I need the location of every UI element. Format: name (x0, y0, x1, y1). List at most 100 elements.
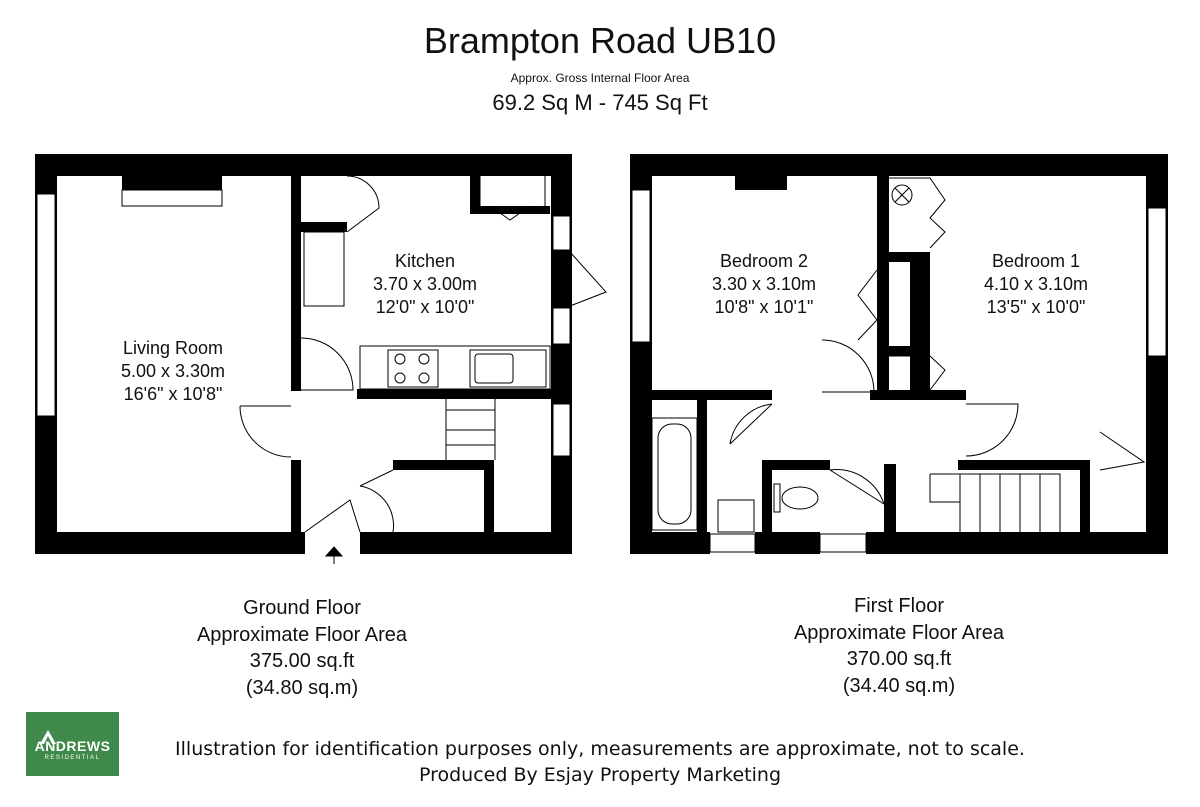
door (346, 175, 380, 233)
wash-basin (717, 499, 755, 533)
door (1099, 431, 1146, 471)
toilet-bowl (781, 486, 819, 510)
floor-area-sqft: 370.00 sq.ft (846, 648, 952, 670)
logo-tagline: RESIDENTIAL (44, 755, 101, 761)
floor-area-sqft: 375.00 sq.ft (249, 650, 355, 672)
ground-floor-details (239, 175, 607, 564)
door (300, 337, 354, 391)
window (552, 215, 571, 251)
wall (910, 256, 930, 398)
wall (877, 346, 930, 356)
hob-ring (418, 372, 430, 384)
door (821, 339, 875, 393)
area-subtitle: Approx. Gross Internal Floor Area (510, 71, 690, 85)
room-metric: 4.10 x 3.10m (983, 274, 1089, 294)
door (729, 403, 773, 445)
wall (755, 532, 820, 554)
sink-bowl (474, 353, 514, 384)
disclaimer-text: Illustration for identification purposes… (175, 738, 1025, 760)
wall (393, 460, 494, 470)
wall (652, 390, 772, 400)
room-name: Bedroom 1 (991, 251, 1081, 271)
window (36, 193, 56, 417)
room-bedroom-2: Bedroom 2 3.30 x 3.10m 10'8" x 10'1" (684, 250, 844, 319)
ground-floor-windows (36, 189, 571, 457)
cupboard-door (479, 176, 546, 221)
wall (697, 400, 707, 532)
room-name: Kitchen (394, 251, 456, 271)
room-name: Living Room (122, 338, 224, 358)
first-floor-caption: First Floor Approximate Floor Area 370.0… (749, 593, 1049, 699)
room-imperial: 10'8" x 10'1" (714, 297, 814, 317)
door (965, 403, 1019, 457)
hob (387, 349, 439, 388)
wall (35, 532, 305, 554)
room-name: Bedroom 2 (719, 251, 809, 271)
window (552, 403, 571, 457)
cupboard-door (889, 355, 946, 391)
chimney-breast (122, 176, 222, 190)
floor-area-label: Approximate Floor Area (793, 621, 1005, 644)
room-living: Living Room 5.00 x 3.30m 16'6" x 10'8" (93, 337, 253, 406)
footer: Illustration for identification purposes… (0, 736, 1200, 788)
floor-name: Ground Floor (243, 597, 361, 619)
worktop (303, 231, 345, 307)
bath (651, 417, 698, 531)
wall (884, 464, 896, 532)
wall (360, 532, 572, 554)
kitchen-counter (359, 345, 551, 390)
sink (469, 349, 547, 388)
wall (630, 154, 1168, 176)
wall (301, 222, 347, 232)
boiler-cross (894, 187, 910, 203)
door (359, 469, 395, 533)
wall (470, 206, 550, 214)
door (569, 251, 607, 307)
room-imperial: 13'5" x 10'0" (986, 297, 1086, 317)
wall (870, 390, 966, 400)
wall (35, 154, 572, 176)
room-imperial: 16'6" x 10'8" (123, 384, 223, 404)
first-floor-plan (630, 154, 1168, 554)
stairs (929, 473, 1061, 532)
door (829, 469, 885, 506)
first-floor-details (651, 177, 1146, 533)
hearth (121, 189, 223, 207)
window (552, 307, 571, 345)
door (239, 405, 292, 458)
wall (762, 460, 772, 532)
floor-area-label: Approximate Floor Area (196, 623, 408, 646)
floor-name: First Floor (854, 595, 944, 617)
wall (1080, 460, 1090, 532)
room-kitchen: Kitchen 3.70 x 3.00m 12'0" x 10'0" (345, 250, 505, 319)
andrews-residential-logo: ANDREWS RESIDENTIAL (26, 712, 119, 776)
wall (470, 176, 480, 211)
cupboard-door (889, 177, 946, 249)
hob-ring (394, 353, 406, 365)
logo-roof-icon (40, 730, 56, 744)
plan-title: Brampton Road UB10 (423, 20, 777, 61)
cupboard-door (857, 269, 878, 341)
wall (762, 460, 830, 470)
wall (291, 176, 301, 391)
first-floor-windows (631, 189, 1167, 553)
toilet-cistern (773, 483, 781, 513)
room-bedroom-1: Bedroom 1 4.10 x 3.10m 13'5" x 10'0" (956, 250, 1116, 319)
producer-text: Produced By Esjay Property Marketing (418, 764, 782, 786)
logo-brand: ANDREWS (34, 738, 111, 754)
wall (357, 389, 551, 399)
wall (866, 532, 1168, 554)
window (819, 533, 867, 553)
floor-area-sqm: (34.80 sq.m) (245, 676, 359, 699)
wall (484, 460, 494, 532)
total-area: 69.2 Sq M - 745 Sq Ft (492, 90, 708, 115)
ground-floor-caption: Ground Floor Approximate Floor Area 375.… (152, 595, 452, 701)
stairs (445, 399, 496, 460)
window (631, 189, 651, 343)
wall (551, 154, 572, 554)
boiler-icon (891, 184, 913, 206)
chimney-breast (735, 176, 787, 190)
hob-ring (394, 372, 406, 384)
bath-basin (657, 423, 692, 525)
